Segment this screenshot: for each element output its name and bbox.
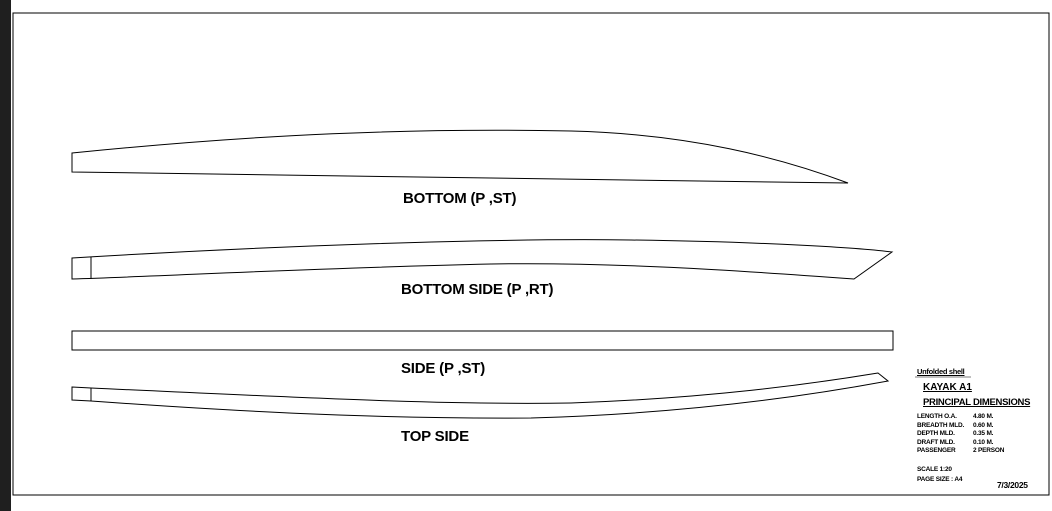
- tb-dimension-values: 4.80 M. 0.60 M. 0.35 M. 0.10 M. 2 PERSON: [973, 413, 1004, 456]
- tb-scale: SCALE 1:20: [917, 466, 952, 473]
- tb-dim-value: 2 PERSON: [973, 447, 1005, 455]
- tb-dimension-labels: LENGTH O.A. BREADTH MLD. DEPTH MLD. DRAF…: [917, 413, 964, 456]
- tb-dim-label: DEPTH MLD.: [917, 430, 955, 438]
- top-side-panel-outline: [71, 372, 890, 419]
- bottom-side-label: BOTTOM SIDE (P ,RT): [401, 281, 554, 298]
- tb-page-size: PAGE SIZE : A4: [917, 476, 963, 483]
- sheet-border: [12, 12, 1050, 496]
- tb-dim-value: 0.10 M.: [973, 438, 994, 446]
- side-panel-outline: [71, 330, 894, 351]
- tb-dim-label: DRAFT MLD.: [917, 438, 955, 446]
- bottom-label: BOTTOM (P ,ST): [403, 190, 517, 207]
- tb-date: 7/3/2025: [997, 480, 1028, 490]
- bottom-panel-outline: [71, 129, 849, 184]
- tb-dim-label: BREADTH MLD.: [917, 421, 965, 429]
- tb-dim-label: LENGTH O.A.: [917, 413, 957, 420]
- drawing-sheet: BOTTOM (P ,ST) BOTTOM SIDE (P ,RT) SIDE …: [11, 0, 1052, 511]
- tb-dim-label: PASSENGER: [917, 447, 956, 455]
- tb-model: KAYAK A1: [923, 382, 972, 393]
- drawing-canvas: [12, 12, 1050, 496]
- side-label: SIDE (P ,ST): [401, 360, 486, 377]
- tb-dim-value: 4.80 M.: [973, 413, 994, 420]
- top-side-label: TOP SIDE: [401, 428, 469, 445]
- tb-heading: PRINCIPAL DIMENSIONS: [923, 397, 1031, 408]
- window-edge-strip: [0, 0, 11, 511]
- tb-dim-value: 0.60 M.: [973, 421, 994, 429]
- tb-dim-value: 0.35 M.: [973, 430, 994, 438]
- bottom-side-panel-outline: [71, 239, 894, 280]
- tb-subtitle: Unfolded shell: [917, 367, 965, 376]
